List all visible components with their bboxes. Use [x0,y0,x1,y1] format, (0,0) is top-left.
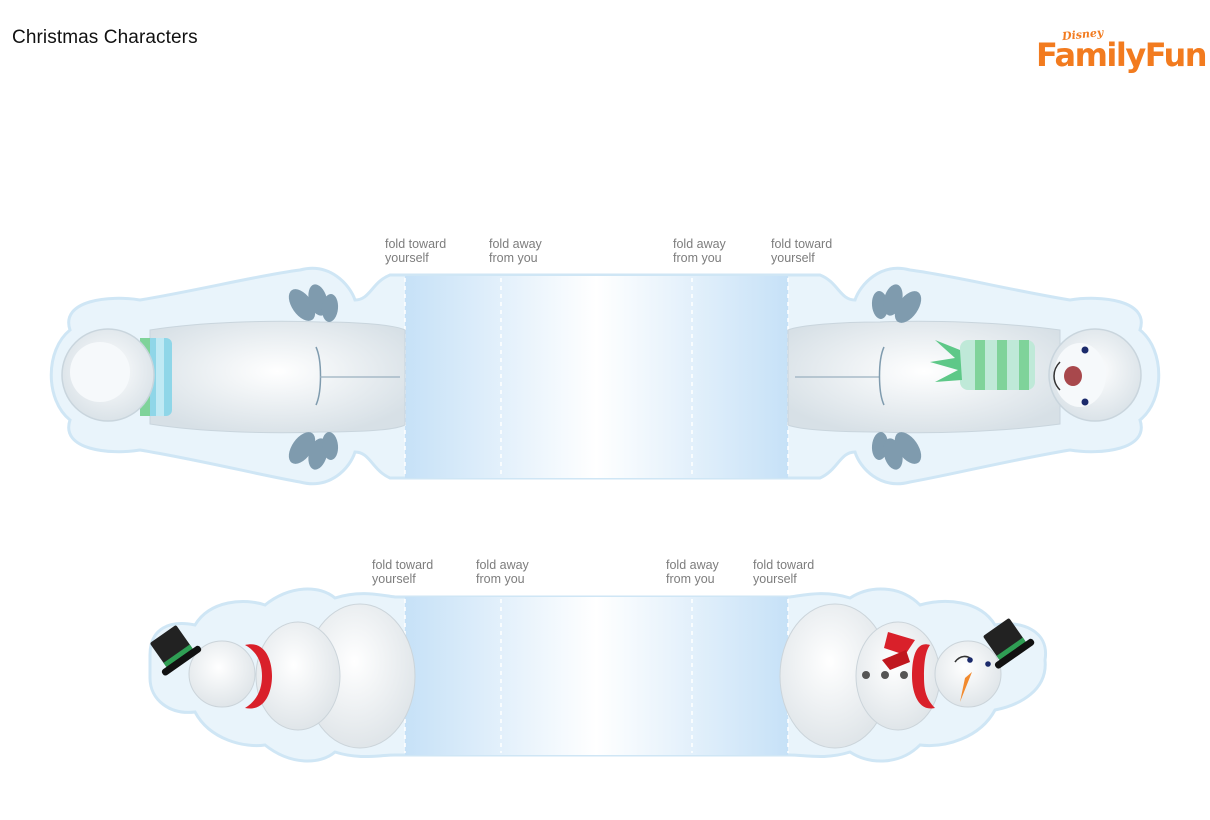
eye-icon [967,657,973,663]
yeti-front-figure [787,284,1142,470]
paw-icon [288,432,339,470]
snowman-cutout [148,587,1047,763]
button-icon [881,671,889,679]
button-icon [862,671,870,679]
top-hat-icon [983,618,1035,669]
nose-icon [1064,366,1082,386]
paw-icon [871,432,922,470]
snowman-front-figure [779,603,1035,749]
button-icon [900,671,908,679]
scarf-icon [930,340,1035,390]
eye-icon [1081,346,1089,354]
page-title: Christmas Characters [12,27,198,48]
paw-icon [871,284,922,323]
familyfun-logo: Disney FamilyFun [1034,26,1210,82]
paw-icon [288,284,339,322]
yeti-cutout [49,266,1161,486]
snowman-back-figure [150,603,416,749]
carrot-nose-icon [960,672,972,702]
snowman-fold-band [405,597,788,755]
eye-icon [985,661,991,667]
scarf-icon [882,632,935,709]
logo-wordmark: FamilyFun [1036,36,1208,74]
eye-icon [1081,398,1089,406]
yeti-fold-band [405,276,788,478]
top-hat-icon [150,625,202,676]
scarf-icon [245,644,272,709]
yeti-back-figure [61,284,406,470]
